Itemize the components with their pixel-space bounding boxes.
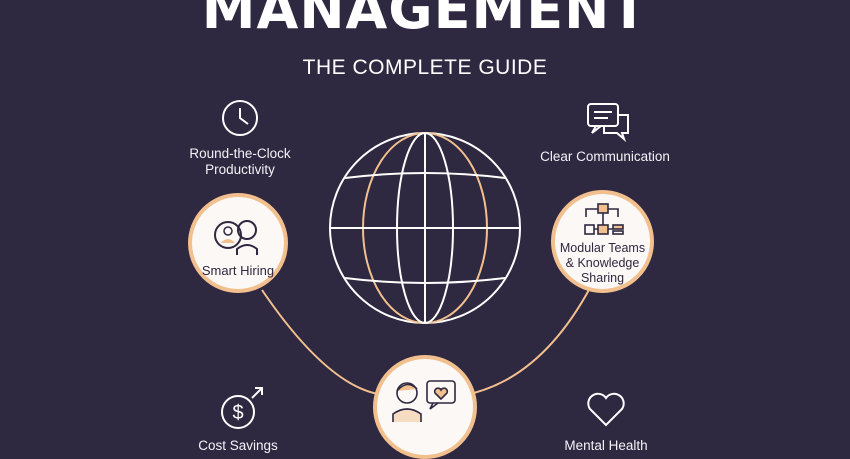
clock-icon xyxy=(222,100,258,136)
feature-cost-savings: Cost Savings xyxy=(198,438,278,453)
feature-clear-communication: Clear Communication xyxy=(540,149,670,164)
feature-wellbeing xyxy=(373,355,477,459)
label-line: & Knowledge xyxy=(565,256,640,270)
globe-icon xyxy=(329,132,521,324)
feature-label: Modular Teams & Knowledge Sharing xyxy=(555,241,650,286)
page-subtitle: THE COMPLETE GUIDE xyxy=(302,56,548,79)
page-title: MANAGEMENT xyxy=(201,0,649,41)
org-chart-icon xyxy=(584,203,624,235)
heart-icon xyxy=(587,392,625,427)
feature-mental-health: Mental Health xyxy=(564,438,648,453)
person-heart-chat-icon xyxy=(392,380,456,422)
chat-bubbles-icon xyxy=(587,103,629,143)
feature-modular-teams: Modular Teams & Knowledge Sharing xyxy=(551,190,654,293)
dollar-growth-icon: $ xyxy=(221,387,263,429)
feature-label: Round-the-Clock xyxy=(189,146,291,161)
svg-text:$: $ xyxy=(232,402,243,424)
label-line: Modular Teams xyxy=(559,241,646,255)
label-line: Sharing xyxy=(580,271,625,285)
feature-round-the-clock: Round-the-Clock Productivity xyxy=(175,146,305,178)
feature-label: Productivity xyxy=(205,162,275,177)
feature-smart-hiring: Smart Hiring xyxy=(188,193,288,293)
candidate-search-icon xyxy=(214,220,258,255)
feature-label: Smart Hiring xyxy=(201,263,275,278)
